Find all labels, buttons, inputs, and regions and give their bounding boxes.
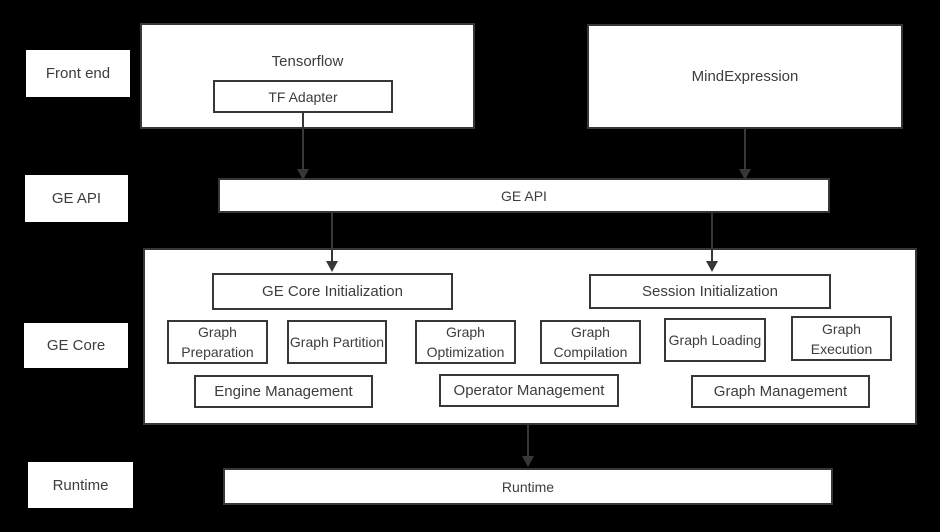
row-label-runtime: Runtime <box>28 462 133 508</box>
arrow-tf-adapter-to-ge-api <box>297 113 309 180</box>
module-graph-execution: Graph Execution <box>791 316 892 361</box>
module-graph-compilation: Graph Compilation <box>540 320 641 364</box>
ge-api-box: GE API <box>218 178 830 213</box>
arrow-mindexpression-to-ge-api <box>739 129 751 180</box>
module-graph-optimization: Graph Optimization <box>415 320 516 364</box>
tf-adapter-box: TF Adapter <box>213 80 393 113</box>
engine-management-box: Engine Management <box>194 375 373 408</box>
ge-core-box: GE Core Initialization Session Initializ… <box>143 248 917 425</box>
row-label-front-end: Front end <box>26 50 130 97</box>
arrow-ge-api-to-session-init <box>706 213 718 272</box>
runtime-box: Runtime <box>223 468 833 505</box>
graph-management-box: Graph Management <box>691 375 870 408</box>
operator-management-box: Operator Management <box>439 374 619 407</box>
row-label-ge-core: GE Core <box>24 323 128 368</box>
arrow-ge-api-to-ge-core-init <box>326 213 338 272</box>
tensorflow-label: Tensorflow <box>271 53 344 70</box>
mindexpression-box: MindExpression <box>587 24 903 129</box>
ge-core-initialization-box: GE Core Initialization <box>212 273 453 310</box>
module-graph-loading: Graph Loading <box>664 318 766 362</box>
module-graph-preparation: Graph Preparation <box>167 320 268 364</box>
row-label-ge-api: GE API <box>25 175 128 222</box>
tensorflow-box: Tensorflow TF Adapter <box>140 23 475 129</box>
arrow-ge-core-to-runtime <box>522 425 534 467</box>
module-graph-partition: Graph Partition <box>287 320 387 364</box>
session-initialization-box: Session Initialization <box>589 274 831 309</box>
